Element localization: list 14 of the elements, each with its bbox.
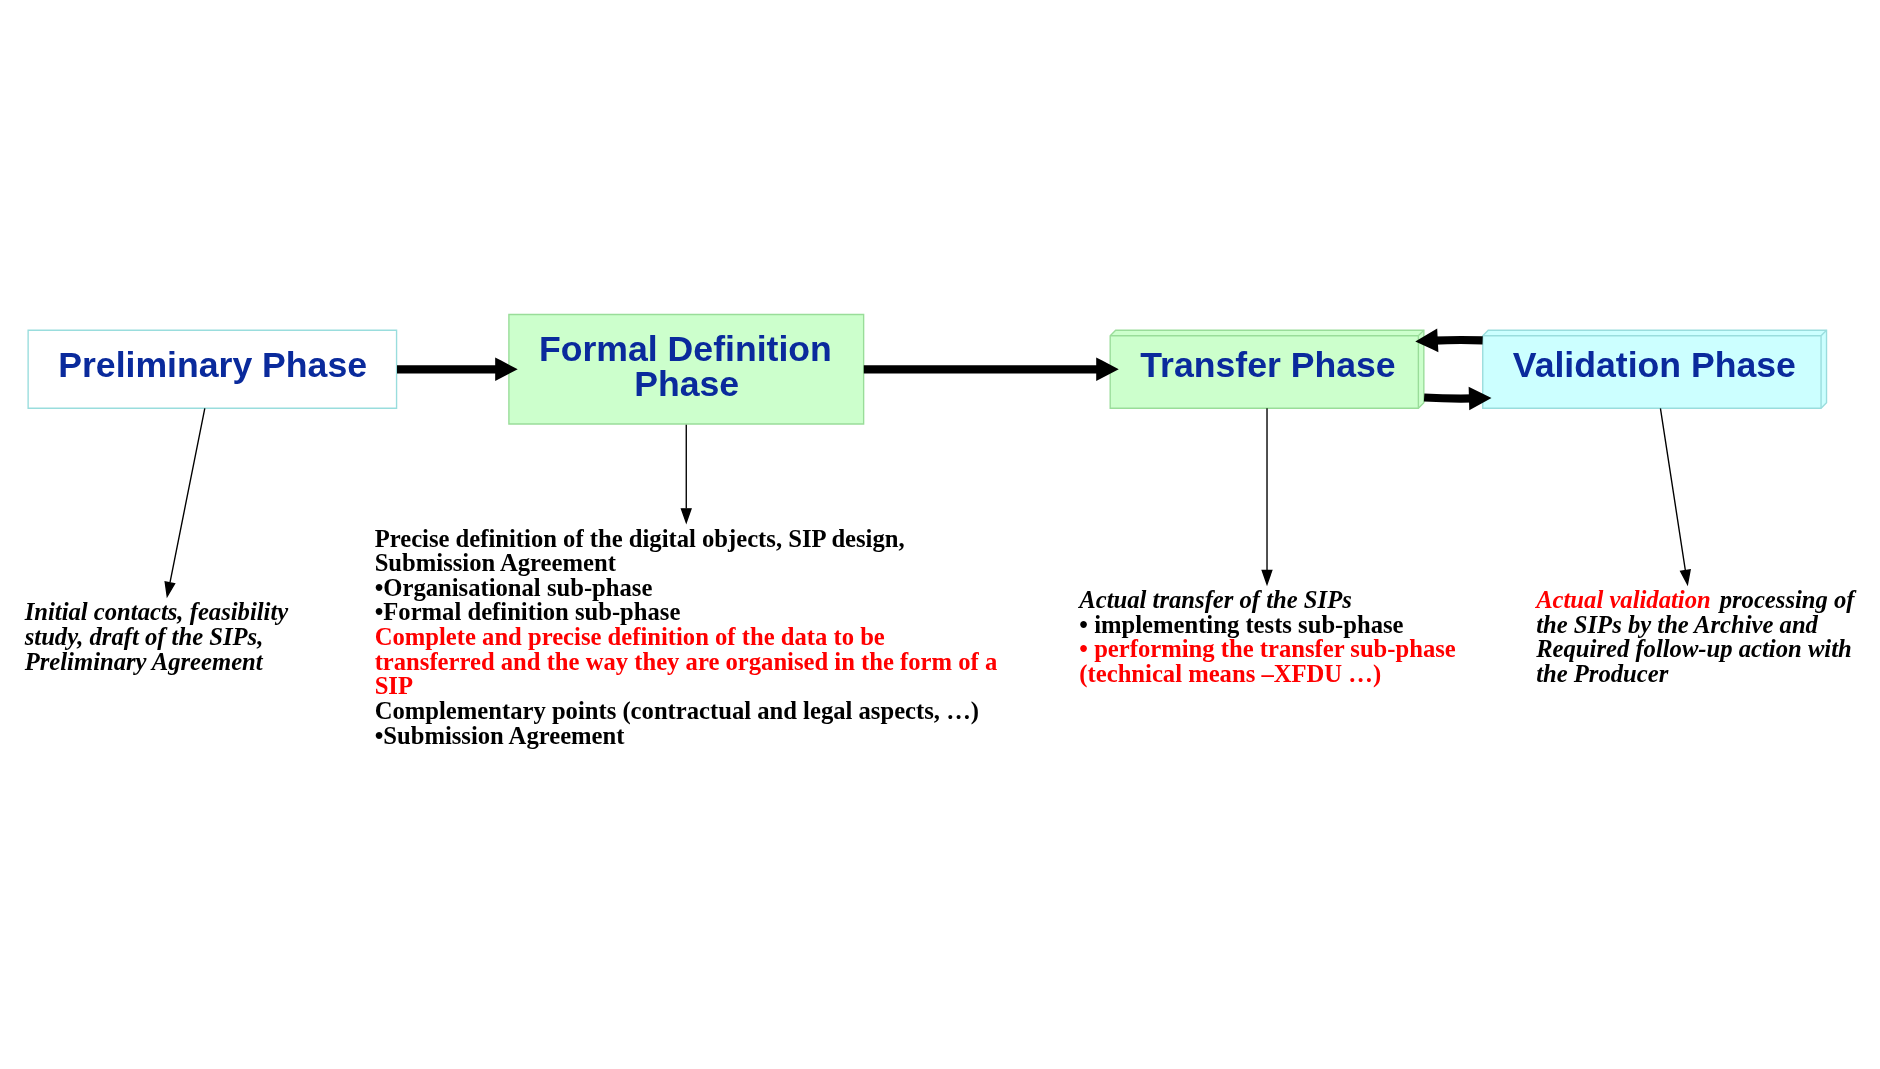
arrow: [680, 423, 693, 525]
arrow: [397, 356, 518, 381]
node-box: Formal Definition Phase: [508, 313, 865, 425]
node-box: Preliminary Phase: [27, 329, 398, 409]
node-text: Actual validation processing of the SIPs by the Archive and Required follow-up action with the Producer: [1536, 585, 1855, 687]
node-text: Precise definition of the digital objects, SIP design, Submission Agreement •Organisational sub-phase •Formal definition sub-phase Complete and precise definition of the data to be transferred and the way they are organised in the form of a SIP Complementary points (contractual and legal aspects, …) •Submission Agreement: [374, 524, 998, 749]
arrow: [863, 356, 1119, 381]
node-text: Actual transfer of the SIPs • implementing tests sub-phase • performing the transfer sub-phase (technical means –XFDU …): [1079, 585, 1456, 687]
node-text: Initial contacts, feasibility study, draft of the SIPs, Preliminary Agreement: [24, 597, 289, 675]
arrow: [1423, 386, 1492, 410]
arrow: [1415, 328, 1483, 352]
arrow: [164, 407, 206, 598]
arrow: [1261, 407, 1273, 586]
arrow: [1659, 407, 1691, 586]
